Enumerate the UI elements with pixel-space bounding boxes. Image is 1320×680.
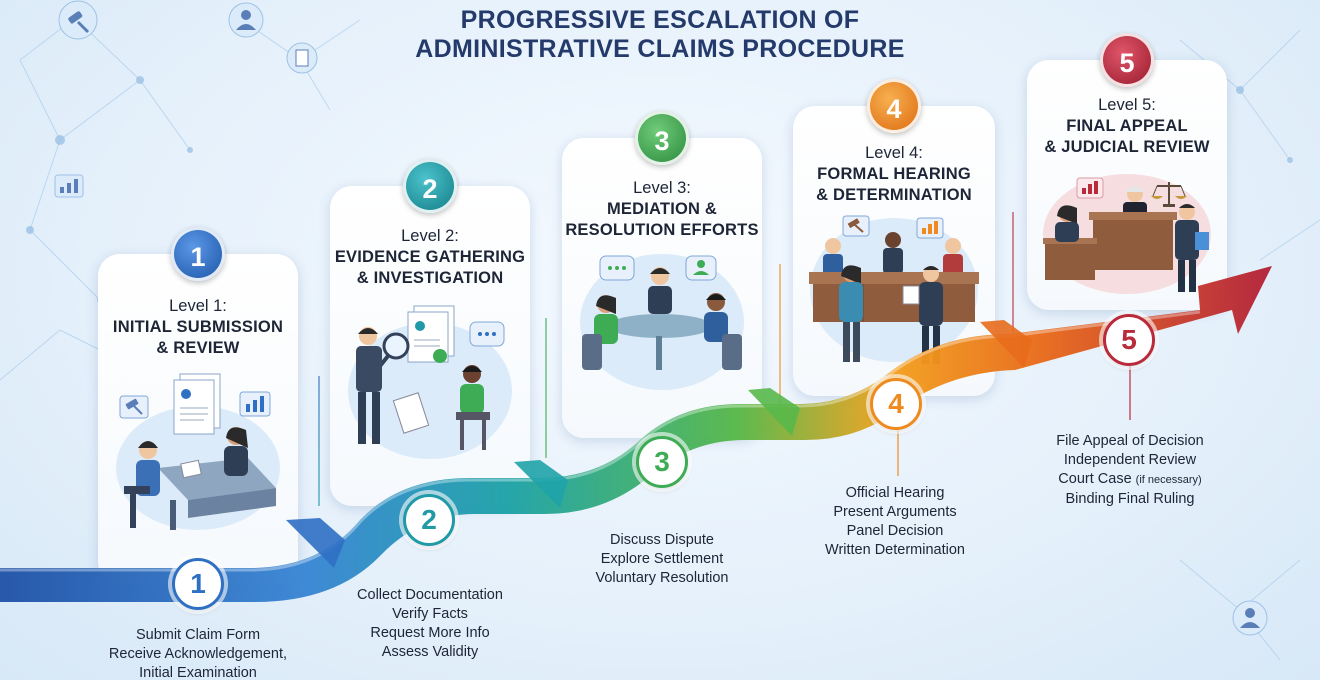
step-item: Explore Settlement <box>600 551 724 567</box>
level-2-title-line-2: & INVESTIGATION <box>356 269 504 287</box>
step-item: Collect Documentation <box>357 587 503 603</box>
level-2-illustration <box>348 305 512 459</box>
level-3-title-line-2: RESOLUTION EFFORTS <box>565 221 759 239</box>
level-5-label: Level 5: <box>1098 96 1156 114</box>
connector-3 <box>545 318 547 458</box>
level-3-badge: 3 <box>635 111 689 165</box>
user-bg-icon <box>228 2 264 38</box>
diagram-title: PROGRESSIVE ESCALATION OF ADMINISTRATIVE… <box>0 6 1320 64</box>
scales-icon <box>1151 182 1187 207</box>
step-note: (if necessary) <box>1135 474 1202 486</box>
chat-bubble-icon <box>469 321 505 347</box>
level-3-illustration <box>580 254 744 390</box>
level-3-title-line-1: MEDIATION & <box>606 200 718 218</box>
chart-icon-3 <box>1076 177 1104 199</box>
level-3-caption: Level 3: MEDIATION & RESOLUTION EFFORTS <box>552 178 772 241</box>
step-item: Receive Acknowledgement, <box>108 646 288 662</box>
level-4-title-line-2: & DETERMINATION <box>816 186 972 204</box>
level-5-title-line-1: FINAL APPEAL <box>1066 117 1188 135</box>
level-4-steps: Official Hearing Present Arguments Panel… <box>785 484 1005 560</box>
level-2-badge: 2 <box>403 159 457 213</box>
level-2-label: Level 2: <box>401 227 459 245</box>
step-item: Binding Final Ruling <box>1065 491 1195 507</box>
level-1-label: Level 1: <box>169 297 227 315</box>
step-item: Official Hearing <box>845 485 945 501</box>
level-1-steps: Submit Claim Form Receive Acknowledgemen… <box>88 626 308 680</box>
level-3-steps: Discuss Dispute Explore Settlement Volun… <box>552 531 772 588</box>
title-line-2: ADMINISTRATIVE CLAIMS PROCEDURE <box>415 35 905 63</box>
step-item: Voluntary Resolution <box>595 570 729 586</box>
level-3-label: Level 3: <box>633 179 691 197</box>
user-bg-icon-2 <box>1232 600 1268 636</box>
node-4-tick <box>897 428 899 476</box>
level-5-title-line-2: & JUDICIAL REVIEW <box>1044 138 1210 156</box>
title-line-1: PROGRESSIVE ESCALATION OF <box>460 6 860 34</box>
step-item: Written Determination <box>825 542 965 558</box>
connector-4 <box>779 264 781 404</box>
step-item: Initial Examination <box>139 665 257 680</box>
document-icon <box>407 305 455 363</box>
level-2-title-line-1: EVIDENCE GATHERING <box>334 248 526 266</box>
level-4-badge: 4 <box>867 79 921 133</box>
level-5-steps: File Appeal of Decision Independent Revi… <box>1018 432 1242 509</box>
gavel-icon <box>119 395 149 419</box>
claim-form-icon <box>173 373 221 435</box>
step-item: Assess Validity <box>381 644 479 660</box>
level-5-illustration <box>1043 174 1211 294</box>
node-5-tick <box>1129 366 1131 420</box>
level-1-title-line-1: INITIAL SUBMISSION <box>112 318 284 336</box>
level-2-steps: Collect Documentation Verify Facts Reque… <box>320 586 540 662</box>
level-5-badge: 5 <box>1100 33 1154 87</box>
step-item: Request More Info <box>370 625 490 641</box>
connector-5 <box>1012 212 1014 332</box>
chat-bubble-icon-2 <box>599 255 635 281</box>
level-1-title-line-2: & REVIEW <box>156 339 240 357</box>
level-1-badge: 1 <box>171 227 225 281</box>
step-item: Present Arguments <box>833 504 957 520</box>
chart-bg-icon <box>54 174 84 198</box>
chart-icon-2 <box>916 217 944 239</box>
level-1-caption: Level 1: INITIAL SUBMISSION & REVIEW <box>98 296 298 359</box>
document-bg-icon <box>286 42 318 74</box>
connector-2 <box>318 376 320 506</box>
level-4-caption: Level 4: FORMAL HEARING & DETERMINATION <box>793 143 995 206</box>
step-item-with-note: Court Case (if necessary) <box>1018 470 1242 490</box>
step-item: Verify Facts <box>392 606 468 622</box>
level-4-illustration <box>809 215 979 364</box>
level-1-illustration <box>116 373 280 530</box>
step-item: Submit Claim Form <box>135 627 261 643</box>
level-4-title-line-1: FORMAL HEARING <box>817 165 971 183</box>
step-item: Discuss Dispute <box>610 532 714 548</box>
step-item: File Appeal of Decision <box>1056 433 1204 449</box>
gavel-bg-icon <box>58 0 98 40</box>
level-2-caption: Level 2: EVIDENCE GATHERING & INVESTIGAT… <box>320 226 540 289</box>
step-item: Independent Review <box>1063 452 1197 468</box>
level-5-caption: Level 5: FINAL APPEAL & JUDICIAL REVIEW <box>1027 95 1227 158</box>
step-item: Court Case <box>1058 471 1132 487</box>
chart-icon <box>239 391 271 417</box>
level-4-label: Level 4: <box>865 144 923 162</box>
user-chat-icon <box>685 255 717 281</box>
step-item: Panel Decision <box>846 523 944 539</box>
gavel-icon-2 <box>842 215 870 237</box>
